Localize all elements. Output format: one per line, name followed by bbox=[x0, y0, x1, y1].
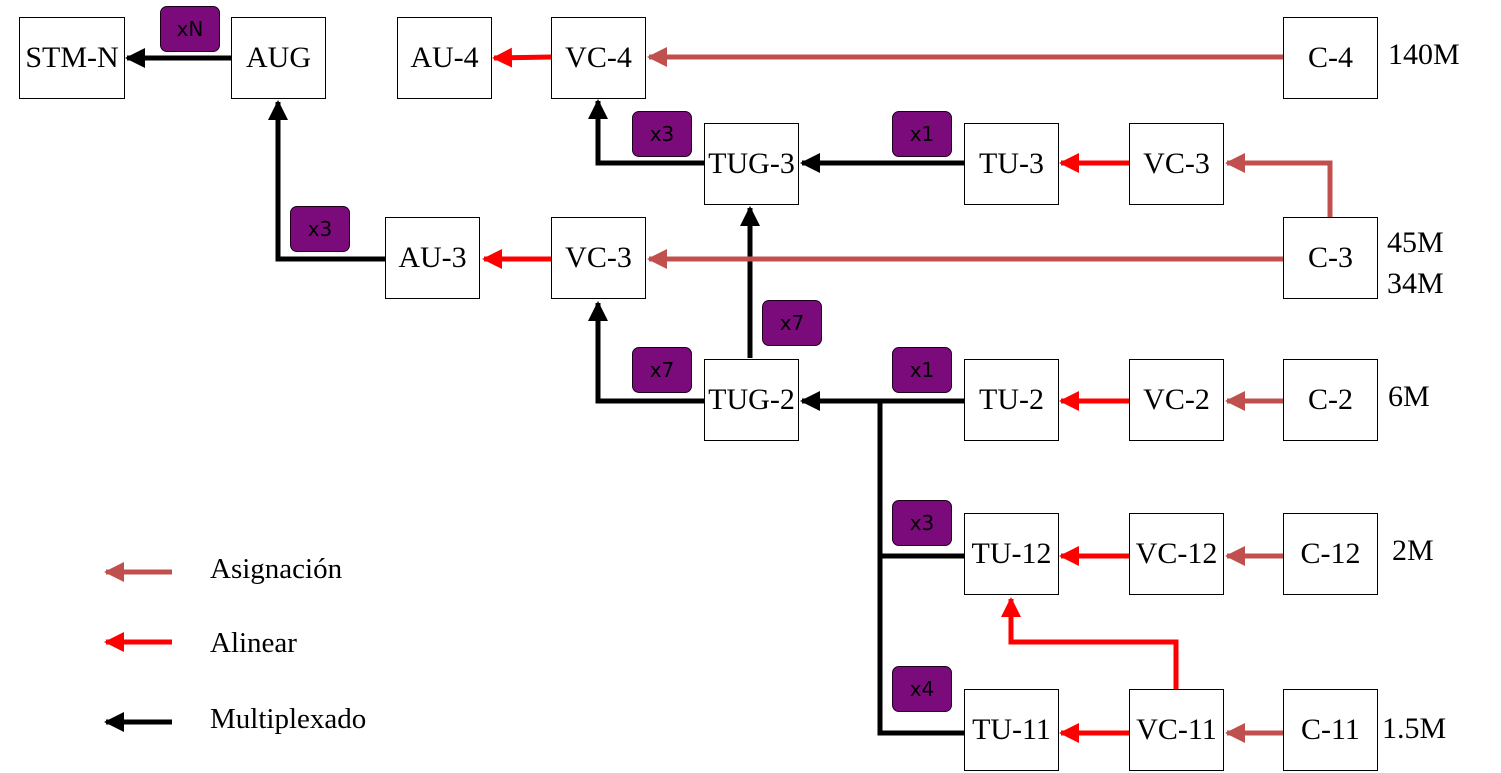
box-vc2: VC-2 bbox=[1129, 359, 1224, 441]
legend-label-asignacion: Asignación bbox=[210, 553, 343, 585]
badge-x3-tug3: x3 bbox=[632, 111, 692, 157]
box-c2: C-2 bbox=[1283, 359, 1378, 441]
mux-trunk-vertical bbox=[877, 401, 964, 736]
legend-label-multiplexado: Multiplexado bbox=[210, 703, 367, 735]
box-c12: C-12 bbox=[1283, 513, 1378, 595]
mux-tug2-to-vc3 bbox=[588, 300, 704, 404]
box-tu11: TU-11 bbox=[964, 689, 1059, 771]
badge-x7-tug2-up: x7 bbox=[762, 300, 822, 346]
mux-tug3-to-vc4 bbox=[588, 98, 704, 166]
box-vc12: VC-12 bbox=[1129, 513, 1224, 595]
box-tu12: TU-12 bbox=[964, 513, 1059, 595]
box-au4: AU-4 bbox=[397, 17, 492, 99]
box-tug2: TUG-2 bbox=[704, 359, 799, 441]
badge-x1-tu3: x1 bbox=[892, 111, 952, 157]
badge-x1-tu2: x1 bbox=[892, 347, 952, 393]
align-vc4-to-au4 bbox=[492, 47, 552, 68]
box-tu2: TU-2 bbox=[964, 359, 1059, 441]
box-aug: AUG bbox=[231, 17, 326, 99]
mux-au3-to-aug bbox=[268, 99, 385, 262]
box-c3: C-3 bbox=[1283, 217, 1378, 299]
box-tug3: TUG-3 bbox=[704, 123, 799, 205]
box-vc3-mid: VC-3 bbox=[551, 217, 646, 299]
rate-2m: 2M bbox=[1392, 534, 1434, 567]
badge-x4-tu11: x4 bbox=[892, 666, 952, 712]
badge-x7-tug2-left: x7 bbox=[632, 347, 692, 393]
badge-xn: xN bbox=[160, 6, 220, 52]
box-au3: AU-3 bbox=[385, 217, 480, 299]
box-vc4: VC-4 bbox=[551, 17, 646, 99]
rate-1-5m: 1.5M bbox=[1382, 712, 1447, 745]
badge-x3-au3: x3 bbox=[290, 206, 350, 252]
legend-label-alinear: Alinear bbox=[210, 627, 297, 659]
box-tu3: TU-3 bbox=[964, 123, 1059, 205]
rate-6m: 6M bbox=[1388, 380, 1430, 413]
align-vc11-to-tu12 bbox=[1001, 596, 1179, 689]
map-c3-to-vc3-top bbox=[1224, 153, 1333, 217]
rate-45m: 45M bbox=[1387, 226, 1444, 259]
box-c11: C-11 bbox=[1283, 689, 1378, 771]
rate-34m: 34M bbox=[1387, 267, 1444, 300]
box-vc11: VC-11 bbox=[1129, 689, 1224, 771]
box-c4: C-4 bbox=[1283, 17, 1378, 99]
box-vc3-top: VC-3 bbox=[1129, 123, 1224, 205]
badge-x3-tu12: x3 bbox=[892, 500, 952, 546]
rate-140m: 140M bbox=[1388, 38, 1460, 71]
box-stm-n: STM-N bbox=[19, 17, 125, 99]
